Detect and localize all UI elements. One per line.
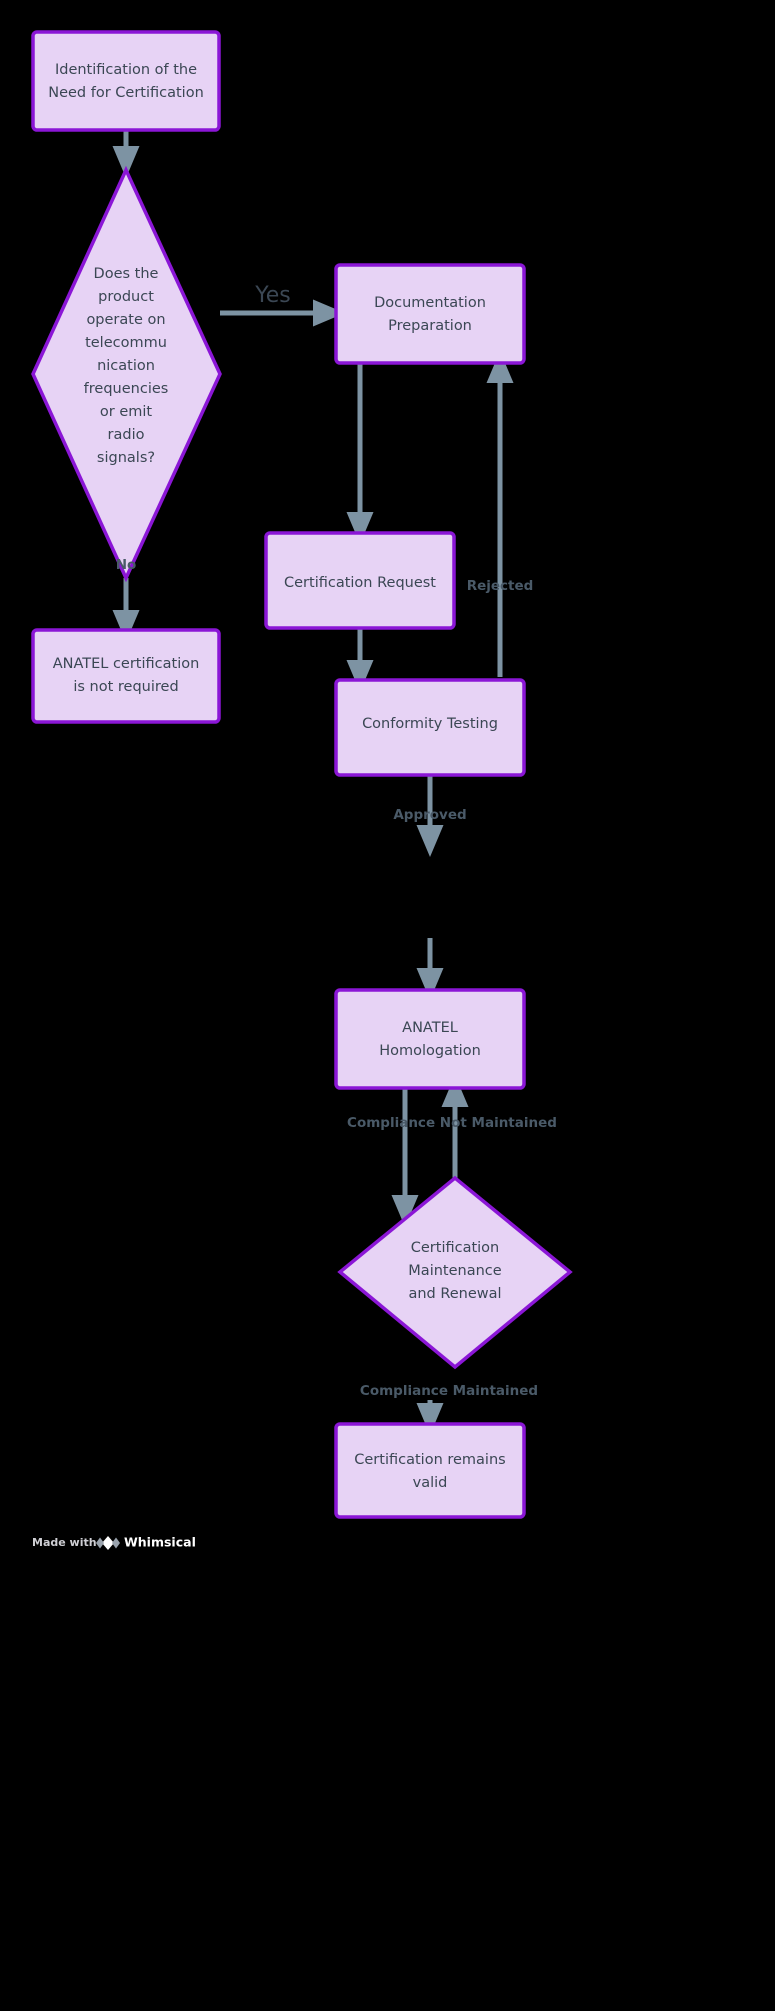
node-documentation-line1: Documentation xyxy=(374,295,486,311)
node-homologation-line1: ANATEL xyxy=(402,1020,458,1036)
node-identification-need-line1: Identification of the xyxy=(55,62,197,78)
edges-layer xyxy=(112,130,514,1435)
node-certification-request[interactable]: Certification Request xyxy=(264,531,456,630)
node-maintenance-line2: Maintenance xyxy=(408,1263,501,1279)
node-certification-maintenance-shape xyxy=(337,1175,573,1370)
edge-label-compliance-not-maintained: Compliance Not Maintained xyxy=(347,1115,557,1131)
node-anatel-homologation[interactable]: ANATEL Homologation xyxy=(334,988,526,1090)
node-not-required-line1: ANATEL certification xyxy=(53,656,200,672)
edge-label-rejected: Rejected xyxy=(467,578,534,594)
node-certification-remains-valid[interactable]: Certification remains valid xyxy=(334,1422,526,1519)
node-conformity-testing[interactable]: Conformity Testing xyxy=(334,678,526,777)
node-identification-need-line2: Need for Certification xyxy=(48,85,204,101)
node-decision-line7: or emit xyxy=(100,404,153,420)
node-decision-line8: radio xyxy=(108,427,145,443)
node-decision-telecom-frequencies-shape xyxy=(31,165,222,583)
whimsical-logo-icon xyxy=(96,1536,120,1550)
edge-label-compliance-maintained: Compliance Maintained xyxy=(360,1383,538,1399)
node-certification-maintenance-renewal[interactable]: Certification Maintenance and Renewal xyxy=(337,1175,573,1370)
node-identification-need[interactable]: Identification of the Need for Certifica… xyxy=(31,30,221,132)
node-decision-line1: Does the xyxy=(94,266,159,282)
edge-label-yes: Yes xyxy=(254,283,291,308)
whimsical-watermark[interactable]: Made with Whimsical xyxy=(32,1535,196,1551)
node-decision-line2: product xyxy=(98,289,154,305)
node-anatel-homologation-shape xyxy=(334,988,526,1090)
node-conformity-testing-shape xyxy=(334,678,526,777)
node-documentation-preparation[interactable]: Documentation Preparation xyxy=(334,263,526,365)
node-remains-valid-line1: Certification remains xyxy=(354,1452,505,1468)
node-documentation-line2: Preparation xyxy=(388,318,472,334)
node-decision-line9: signals? xyxy=(97,450,155,466)
node-decision-line4: telecommu xyxy=(85,335,167,351)
watermark-prefix: Made with xyxy=(32,1536,97,1549)
node-documentation-preparation-shape xyxy=(334,263,526,365)
node-remains-valid-line2: valid xyxy=(413,1475,448,1491)
node-decision-line6: frequencies xyxy=(84,381,169,397)
node-certification-not-required[interactable]: ANATEL certification is not required xyxy=(31,628,221,724)
edge-label-approved: Approved xyxy=(393,807,466,823)
node-maintenance-line1: Certification xyxy=(411,1240,500,1256)
edge-label-no: No xyxy=(116,557,137,573)
node-certification-not-required-shape xyxy=(31,628,221,724)
node-homologation-line2: Homologation xyxy=(379,1043,481,1059)
node-certification-request-shape xyxy=(264,531,456,630)
node-certification-request-label: Certification Request xyxy=(284,575,436,591)
node-identification-need-shape xyxy=(31,30,221,132)
node-conformity-testing-label: Conformity Testing xyxy=(362,716,498,732)
node-not-required-line2: is not required xyxy=(73,679,178,695)
node-decision-line5: nication xyxy=(97,358,155,374)
node-decision-line3: operate on xyxy=(86,312,165,328)
node-decision-telecom-frequencies[interactable]: Does the product operate on telecommu ni… xyxy=(31,165,222,583)
edge-labels-layer: Yes No Rejected Approved Compliance Not … xyxy=(116,283,557,1399)
node-certification-remains-valid-shape xyxy=(334,1422,526,1519)
watermark-brand: Whimsical xyxy=(124,1535,196,1550)
node-maintenance-line3: and Renewal xyxy=(408,1286,501,1302)
